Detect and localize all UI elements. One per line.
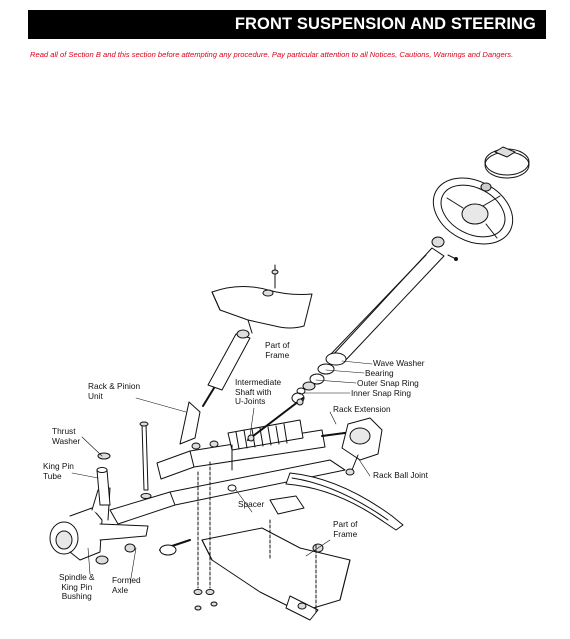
left-spindle	[49, 487, 149, 565]
king-pin-tube	[96, 452, 111, 506]
spacer-plate	[269, 495, 305, 515]
label-king-pin-tube: King Pin Tube	[43, 461, 74, 481]
label-line: Washer	[52, 435, 81, 446]
label-line: Bushing	[61, 591, 92, 602]
label-line: Part of	[265, 340, 290, 350]
label-line: Spindle &	[59, 572, 95, 582]
label-line: Thrust	[52, 426, 76, 436]
steering-wheel-cap	[484, 146, 530, 179]
label-spacer: Spacer	[238, 499, 265, 509]
label-outer-snap-ring: Outer Snap Ring	[357, 378, 419, 388]
label-thrust-washer: Thrust Washer	[52, 426, 81, 446]
label-line: Axle	[112, 584, 129, 595]
leaf-spring	[285, 472, 404, 531]
label-line: Unit	[88, 390, 103, 401]
label-line: King Pin	[43, 461, 74, 471]
mounting-bolts	[191, 440, 317, 613]
label-part-of-frame-top: Part of Frame	[265, 340, 290, 360]
steering-wheel	[432, 177, 514, 245]
shock-absorber	[179, 329, 251, 445]
label-spindle-king-pin-bushing: Spindle & King Pin Bushing	[59, 572, 95, 602]
label-rack-extension: Rack Extension	[333, 404, 391, 414]
label-bearing: Bearing	[365, 368, 394, 378]
label-rack-ball-joint: Rack Ball Joint	[373, 470, 428, 480]
label-line: U-Joints	[235, 396, 266, 407]
label-line: Intermediate	[235, 377, 282, 387]
label-rack-pinion-unit: Rack & Pinion Unit	[88, 381, 141, 401]
king-pin-bolt	[139, 421, 152, 499]
intermediate-shaft	[247, 397, 304, 442]
label-line: King Pin	[61, 581, 93, 592]
label-line: Tube	[43, 470, 62, 481]
tie-rod-end	[159, 539, 191, 556]
page-title: FRONT SUSPENSION AND STEERING	[234, 15, 536, 33]
leader-lines	[71, 360, 373, 585]
hub-nut	[431, 236, 458, 261]
upper-frame-bracket	[211, 264, 313, 334]
steering-column	[302, 247, 445, 391]
label-inner-snap-ring: Inner Snap Ring	[351, 388, 411, 398]
rack-and-pinion	[156, 419, 353, 480]
header-bar: FRONT SUSPENSION AND STEERING	[28, 10, 546, 39]
label-intermediate-shaft: Intermediate Shaft with U-Joints	[235, 377, 282, 407]
label-formed-axle: Formed Axle	[112, 575, 141, 595]
label-line: Frame	[265, 349, 290, 360]
label-line: Shaft with	[235, 386, 272, 397]
label-wave-washer: Wave Washer	[373, 358, 425, 368]
label-line: Part of	[333, 519, 358, 529]
label-line: Rack & Pinion	[88, 381, 141, 391]
safety-notice: Read all of Section B and this section b…	[30, 50, 514, 59]
right-spindle	[341, 417, 383, 476]
formed-axle	[109, 459, 346, 525]
label-line: Formed	[112, 575, 141, 585]
label-part-of-frame-bottom: Part of Frame	[333, 519, 358, 539]
label-line: Frame	[333, 528, 358, 539]
